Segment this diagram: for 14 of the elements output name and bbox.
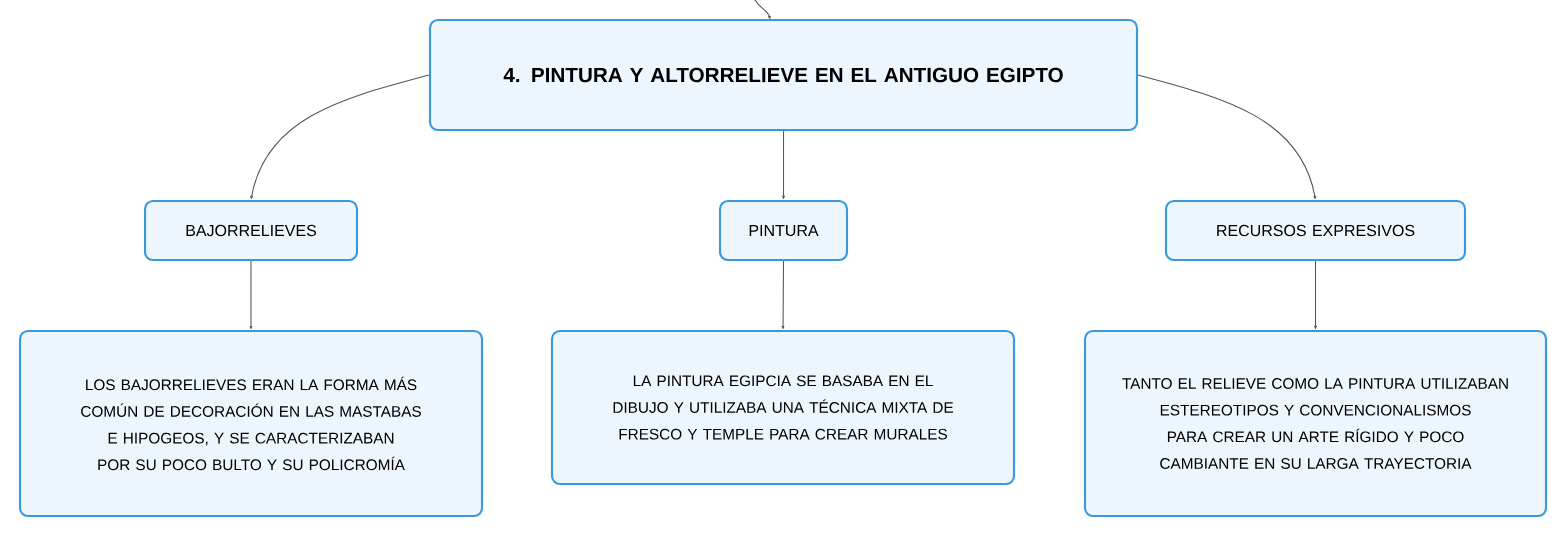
connector-arrow [250,74,430,200]
connector-arrow [782,130,785,200]
text-box: TANTO EL RELIEVE COMO LA PINTURA UTILIZABAN ESTEREOTIPOS Y CONVENCIONALISMOS PARA CREAR UN ARTE RÍGIDO Y POCO CAMBIANTE EN SU LARGA TRAYECTORIA [1083,329,1548,518]
connector-arrow [754,0,771,20]
topic-box: BAJORRELIEVES [143,199,359,262]
topic-box: PINTURA [718,199,849,262]
connector-arrow [781,260,785,330]
connector-arrow [1314,260,1317,330]
connector-arrow [249,260,253,330]
text-box: LA PINTURA EGIPCIA SE BASABA EN EL DIBUJO Y UTILIZABA UNA TÉCNICA MIXTA DE FRESCO Y TEMPLE PARA CREAR MURALES [550,329,1016,486]
title-box: 4. PINTURA Y ALTORRELIEVE EN EL ANTIGUO EGIPTO [428,18,1139,132]
text-box: LOS BAJORRELIEVES ERAN LA FORMA MÁS COMÚN DE DECORACIÓN EN LAS MASTABAS E HIPOGEOS, Y SE CARACTERIZABAN POR SU POCO BULTO Y SU POLICROMÍA [18,329,484,518]
topic-box: RECURSOS EXPRESIVOS [1164,199,1467,262]
connector-arrow [1137,74,1317,200]
